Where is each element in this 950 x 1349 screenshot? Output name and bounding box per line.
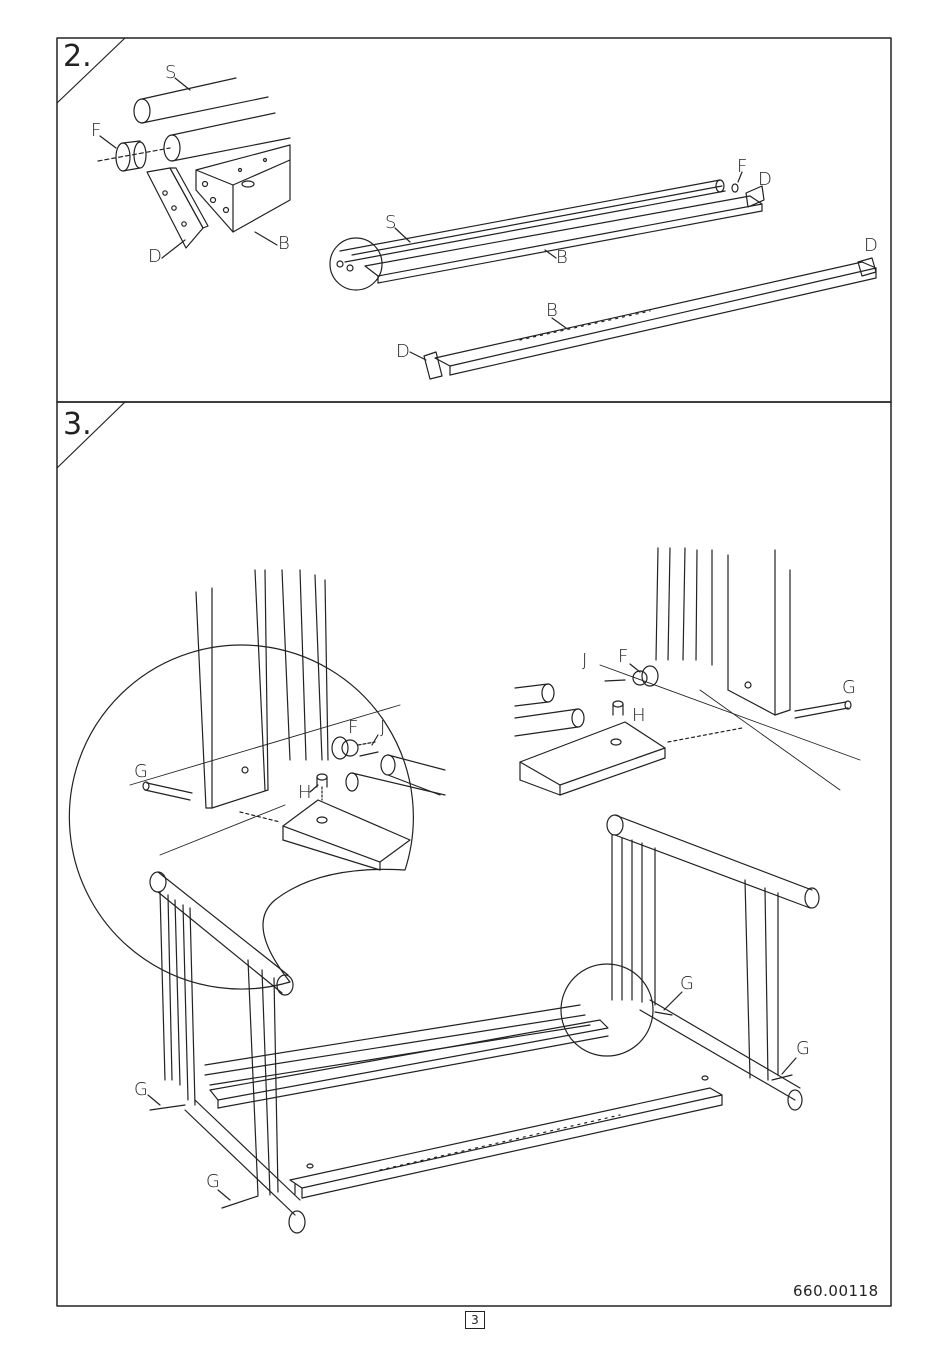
step-3-magnified-detail: F J H G <box>69 570 445 989</box>
label-g-right-back: G <box>680 973 694 994</box>
label-d-lower-left: D <box>396 341 410 362</box>
label-h-detail: H <box>298 782 312 803</box>
label-b-assembly: B <box>556 247 568 268</box>
label-f-side: F <box>618 646 628 667</box>
label-f-detail: F <box>348 717 358 738</box>
step-2-exploded-detail: S F D B <box>91 62 290 267</box>
step-2-assembly: S F D B B D D <box>330 156 878 379</box>
label-g-right-front: G <box>796 1038 810 1059</box>
label-b: B <box>278 233 290 254</box>
label-g-detail: G <box>134 761 148 782</box>
label-f: F <box>91 120 101 141</box>
step-3-panel: 3. <box>57 402 891 1306</box>
step-3-side-detail: J F H G <box>515 548 860 795</box>
label-s: S <box>165 62 176 83</box>
step-3-main-assembly: G G G G <box>134 815 819 1233</box>
label-f-assembly: F <box>737 156 747 177</box>
label-d: D <box>148 246 162 267</box>
label-g-left-back: G <box>134 1079 148 1100</box>
step-2-number: 2. <box>63 39 92 74</box>
page-number: 3 <box>465 1311 485 1329</box>
label-d-lower-right: D <box>864 235 878 256</box>
label-h-side: H <box>632 705 646 726</box>
step-2-panel: 2. <box>57 38 891 402</box>
label-g-side: G <box>842 677 856 698</box>
document-number: 660.00118 <box>793 1282 879 1300</box>
label-s-assembly: S <box>385 212 396 233</box>
label-j-detail: J <box>380 717 385 738</box>
step-3-number: 3. <box>63 407 92 442</box>
label-g-left-front: G <box>206 1171 220 1192</box>
label-j-side: J <box>582 650 587 671</box>
label-d-assembly: D <box>758 169 772 190</box>
